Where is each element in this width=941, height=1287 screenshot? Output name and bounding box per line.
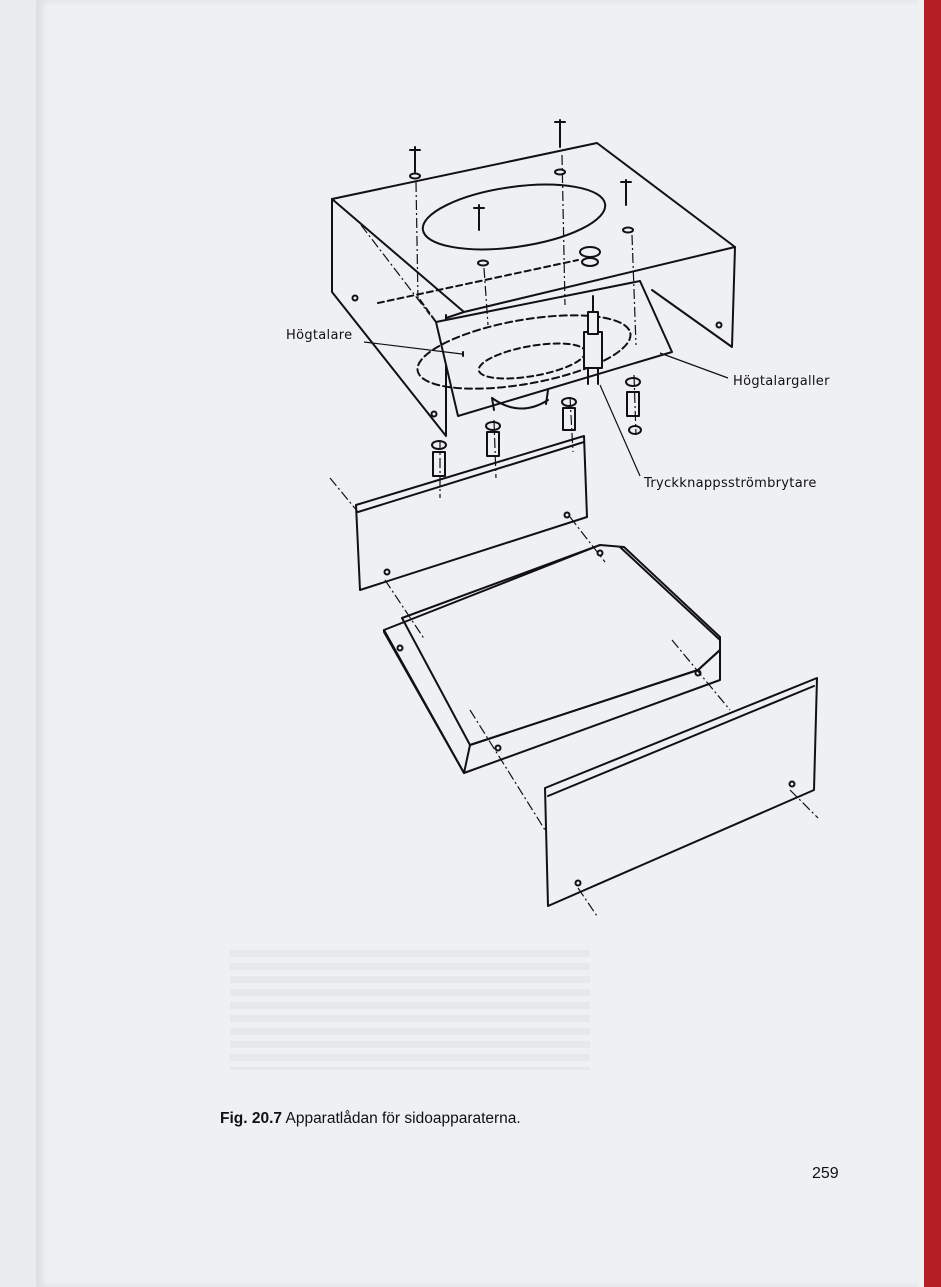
spacers-nuts [431, 377, 642, 497]
front-panel [355, 435, 588, 591]
label-speaker: Högtalare [286, 328, 352, 343]
label-push-switch: Tryckknappsströmbrytare [643, 476, 817, 491]
push-switch [579, 246, 603, 385]
figure-number: Fig. 20.7 [220, 1110, 283, 1127]
page-number: 259 [812, 1165, 839, 1182]
show-through-text [230, 950, 590, 1070]
label-speaker-grille: Högtalargaller [733, 374, 830, 389]
figure-caption: Fig. 20.7 Apparatlådan för sidoapparater… [220, 1110, 521, 1128]
book-cover-edge [918, 0, 941, 1287]
figure-caption-text: Apparatlådan för sidoapparaterna. [285, 1110, 521, 1127]
top-screws [409, 119, 634, 267]
speaker-grille-plate [377, 259, 673, 417]
top-cover [331, 142, 736, 437]
bottom-tray [383, 544, 721, 774]
back-panel [544, 677, 818, 907]
